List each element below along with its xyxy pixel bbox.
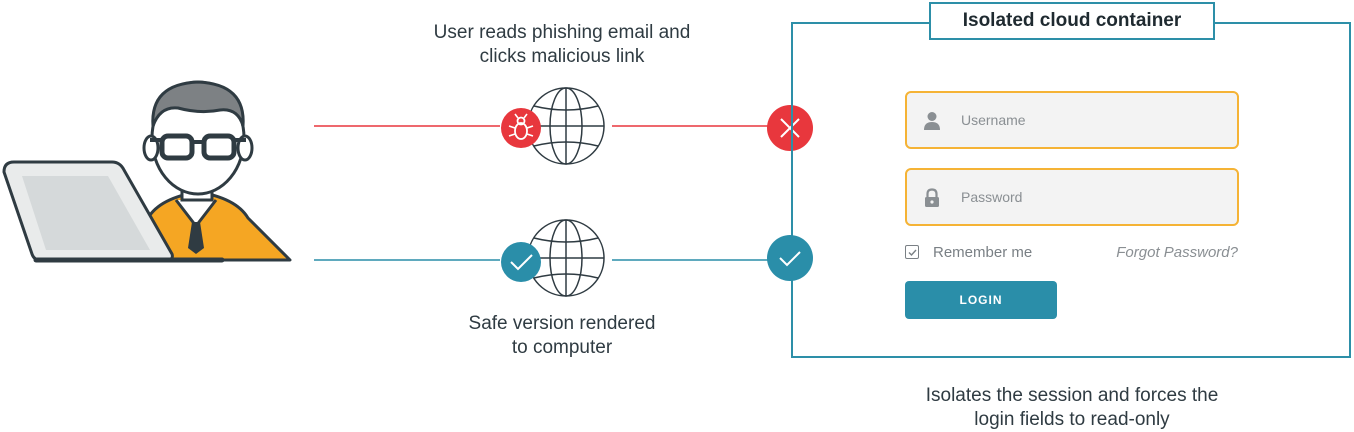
container-title: Isolated cloud container	[929, 2, 1215, 40]
phishing-caption-line-1: User reads phishing email and	[433, 22, 691, 43]
username-field[interactable]: Username	[905, 91, 1239, 149]
phishing-caption: User reads phishing email and clicks mal…	[392, 21, 732, 69]
username-placeholder: Username	[961, 112, 1026, 128]
password-placeholder: Password	[961, 189, 1023, 205]
safe-caption-line-1: Safe version rendered	[468, 313, 656, 334]
password-field[interactable]: Password	[905, 168, 1239, 226]
remember-checkbox[interactable]	[905, 245, 919, 259]
check-icon	[908, 249, 917, 256]
safe-caption: Safe version rendered to computer	[412, 312, 712, 360]
user-icon	[924, 112, 940, 130]
forgot-password-link[interactable]: Forgot Password?	[1116, 244, 1238, 261]
login-button[interactable]: LOGIN	[905, 281, 1057, 319]
approved-check-icon	[767, 235, 813, 281]
safe-check-icon	[501, 242, 541, 282]
isolation-caption-line-1: Isolates the session and forces the	[925, 385, 1219, 406]
globe-icon	[527, 219, 605, 297]
isolation-caption-line-2: login fields to read-only	[974, 409, 1170, 430]
lock-icon	[925, 188, 939, 207]
isolation-caption: Isolates the session and forces the logi…	[882, 384, 1262, 432]
malware-bug-icon	[501, 108, 541, 148]
blocked-x-icon	[767, 105, 813, 151]
globe-icon	[527, 87, 605, 165]
user-at-laptop-illustration	[2, 80, 292, 263]
phishing-caption-line-2: clicks malicious link	[479, 46, 645, 67]
remember-me-label: Remember me	[933, 244, 1033, 261]
safe-caption-line-2: to computer	[511, 337, 613, 358]
